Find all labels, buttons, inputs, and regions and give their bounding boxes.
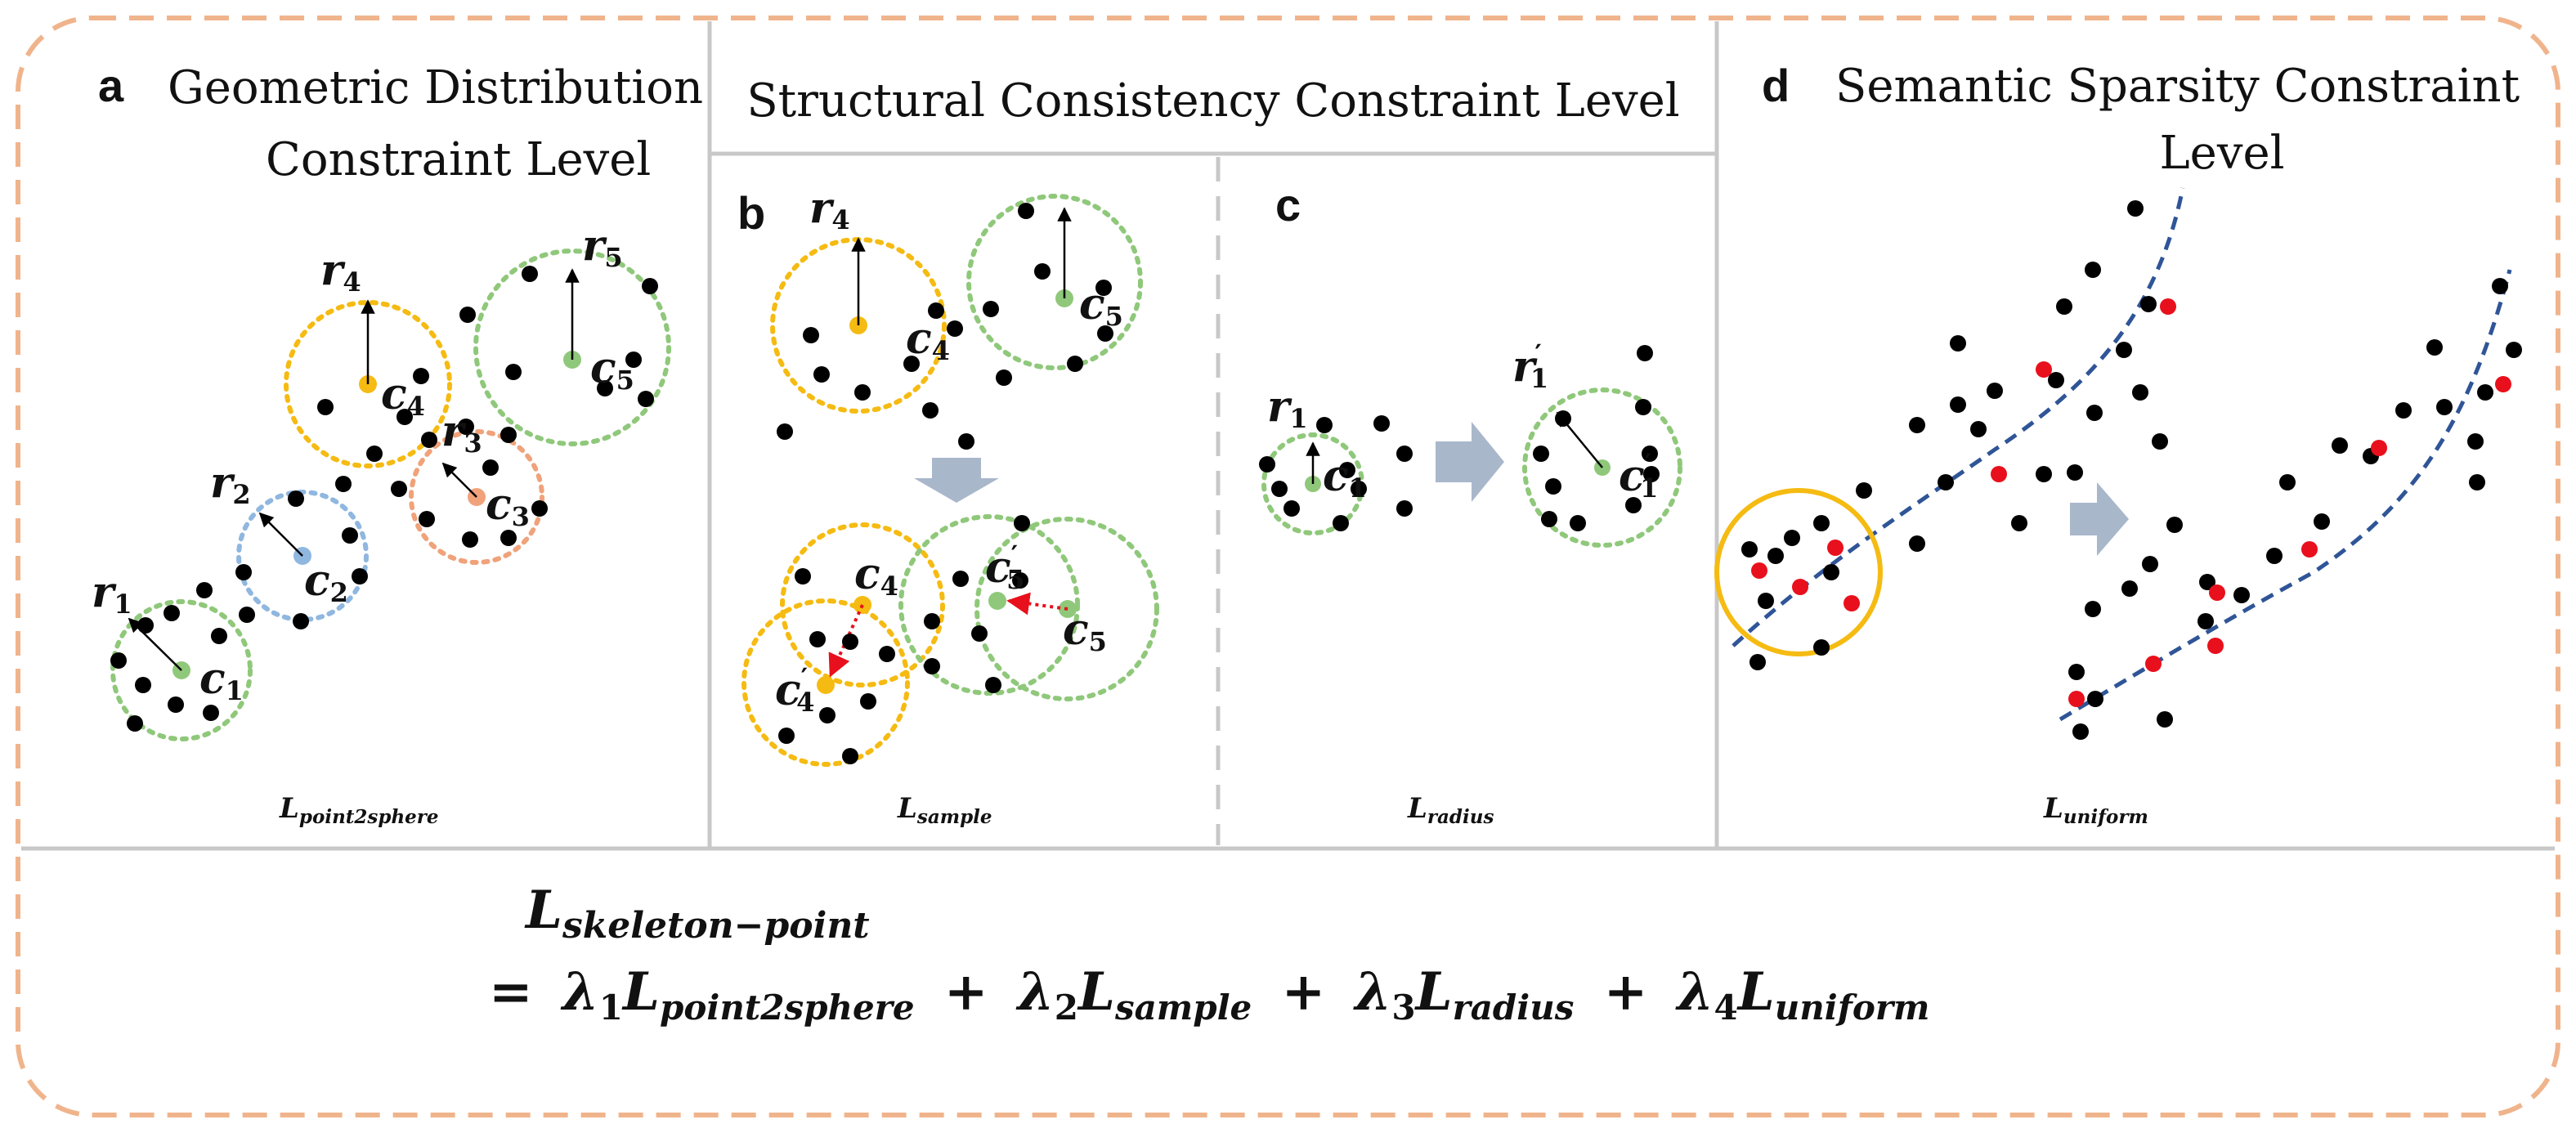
label-b-c5: c5 xyxy=(1079,280,1123,332)
panel-d-title-line1: Semantic Sparsity Constraint xyxy=(1835,60,2520,113)
panel-b-letter: b xyxy=(737,187,765,239)
panel-d-title-line2: Level xyxy=(2159,127,2284,180)
center-b-c5p-low xyxy=(988,592,1006,610)
loss-point2sphere: Lpoint2sphere xyxy=(279,792,439,828)
panel-d-letter: d xyxy=(1762,60,1790,111)
panel-dividers xyxy=(21,21,2555,851)
sphere-b-c5-low xyxy=(974,517,1159,701)
label-c2: c2 xyxy=(304,556,348,608)
formula-line2: = λ1Lpoint2sphere + λ2Lsample + λ3Lradiu… xyxy=(489,961,1929,1032)
label-b-c4-low: c4 xyxy=(854,549,898,602)
label-c-c1p: c′1 xyxy=(1619,448,1658,504)
loss-sample: Lsample xyxy=(897,792,992,828)
label-r3: r3 xyxy=(441,406,482,459)
sphere-b-c4p-low xyxy=(741,598,910,767)
red-points-d-left xyxy=(1751,298,2176,611)
label-b-c4p: c′4 xyxy=(775,662,814,718)
points-d-right xyxy=(2068,278,2522,740)
panel-a-letter: a xyxy=(98,60,124,111)
label-r4: r4 xyxy=(320,245,361,298)
formula-line1: Lskeleton−point xyxy=(524,880,870,947)
radius-arrows-a xyxy=(128,268,580,671)
label-c1: c1 xyxy=(199,654,244,706)
outer-frame xyxy=(16,16,2560,1117)
label-c3: c3 xyxy=(486,480,530,532)
sphere-c1 xyxy=(110,599,253,741)
labels-b: r4 c4 c5 c4 c′5 c5 c′4 xyxy=(775,183,1123,718)
right-arrow-d xyxy=(2070,482,2129,556)
down-arrow-b xyxy=(914,458,999,503)
red-points-d-right xyxy=(2068,376,2511,707)
points-b-low xyxy=(778,515,1030,764)
label-c-r1: r1 xyxy=(1267,382,1308,434)
sphere-c5 xyxy=(473,249,671,446)
labels-a: c1 r1 c2 r2 c3 r3 c4 r4 c5 r5 xyxy=(92,221,634,706)
sphere-b-c5-top xyxy=(966,194,1143,370)
highlight-circle xyxy=(1714,488,1883,656)
curve-left xyxy=(1732,187,2185,647)
sphere-c-c1p xyxy=(1522,387,1682,548)
panel-b: b xyxy=(737,183,1159,828)
points-b-top xyxy=(777,203,1113,450)
panel-a-title-line1: Geometric Distribution xyxy=(168,61,703,114)
curve-right xyxy=(2059,269,2512,722)
label-c4: c4 xyxy=(381,369,425,422)
label-b-c4: c4 xyxy=(906,314,950,366)
sphere-b-c5p-low xyxy=(898,514,1080,696)
sphere-b-c4-low xyxy=(780,522,945,687)
label-b-r4: r4 xyxy=(809,183,850,235)
label-r1: r1 xyxy=(92,567,132,620)
formula: Lskeleton−point = λ1Lpoint2sphere + λ2Ls… xyxy=(489,880,1929,1032)
points-d-left xyxy=(1741,200,2168,670)
points-c xyxy=(1259,345,1660,531)
points-a xyxy=(110,266,658,732)
right-arrow-c xyxy=(1436,422,1504,502)
label-c5: c5 xyxy=(590,343,634,396)
center-b-c4p-low xyxy=(817,676,835,694)
panel-a-title-line2: Constraint Level xyxy=(266,133,651,186)
panel-d: d Semantic Sparsity Constraint Level xyxy=(1714,60,2522,828)
labels-c: r1 c1 r′1 c′1 xyxy=(1267,338,1658,504)
sphere-c2 xyxy=(236,490,369,622)
label-b-c5p: c′5 xyxy=(985,540,1024,595)
label-c-c1: c1 xyxy=(1323,451,1367,504)
sphere-c3 xyxy=(409,429,544,565)
loss-uniform: Luniform xyxy=(2043,792,2148,828)
panel-a: a Geometric Distribution Constraint Leve… xyxy=(92,60,703,828)
label-r5: r5 xyxy=(582,221,623,273)
panel-c-letter: c xyxy=(1275,179,1301,231)
structural-title: Structural Consistency Constraint Level xyxy=(746,74,1679,128)
label-r2: r2 xyxy=(210,458,251,510)
label-b-c5-low: c5 xyxy=(1063,605,1107,657)
panel-c: c r1 c1 r′1 c′1 Lradius xyxy=(1259,179,1682,828)
label-c-r1p: r′1 xyxy=(1512,338,1548,394)
shift-arrow-c5 xyxy=(1006,592,1068,616)
loss-radius: Lradius xyxy=(1407,792,1494,828)
sphere-c4 xyxy=(284,300,452,468)
